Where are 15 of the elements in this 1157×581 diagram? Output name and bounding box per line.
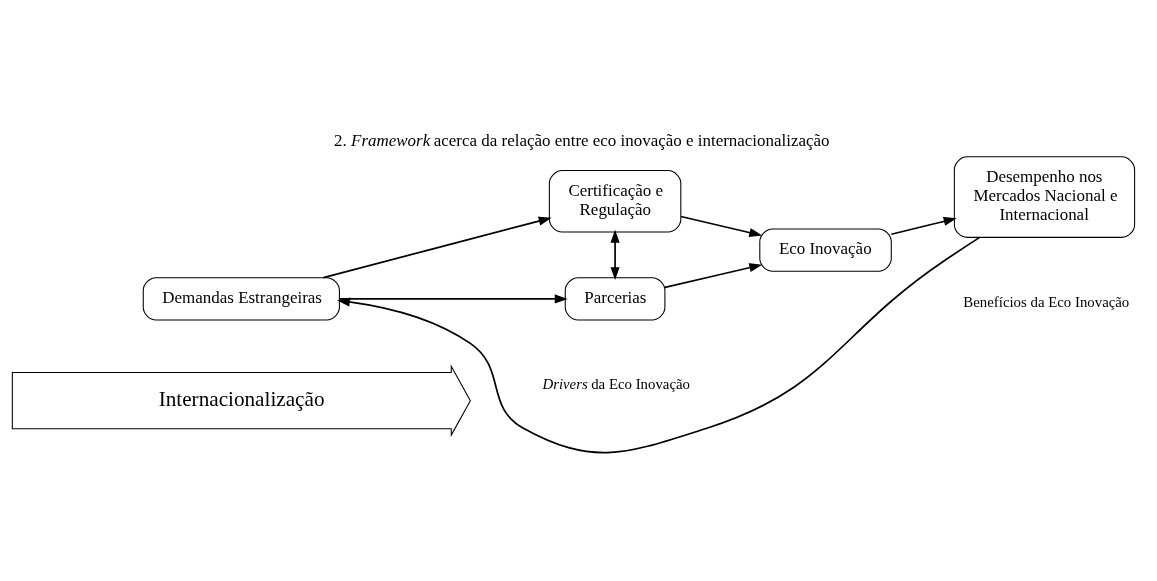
- arrow: [336, 236, 981, 453]
- arrow: [680, 215, 763, 237]
- label: Benefícios da Eco Inovação: [963, 293, 1130, 310]
- arrow: [338, 293, 568, 303]
- node-box: Eco Inovação: [759, 227, 892, 272]
- diagram-title: 2. Framework acerca da relação entre eco inovação e internacionalização: [334, 130, 830, 150]
- arrow: [610, 229, 620, 280]
- label: Drivers da Eco Inovação: [542, 375, 691, 392]
- arrow: [664, 262, 763, 288]
- node-box: Certificação e Regulação: [548, 169, 682, 233]
- arrow: [322, 216, 552, 278]
- arrow: [890, 216, 957, 235]
- node-box: Parcerias: [564, 276, 666, 321]
- node-box: Desempenho nos Mercados Nacional e Internacional: [953, 155, 1136, 238]
- node-box: Demandas Estrangeiras: [142, 276, 340, 321]
